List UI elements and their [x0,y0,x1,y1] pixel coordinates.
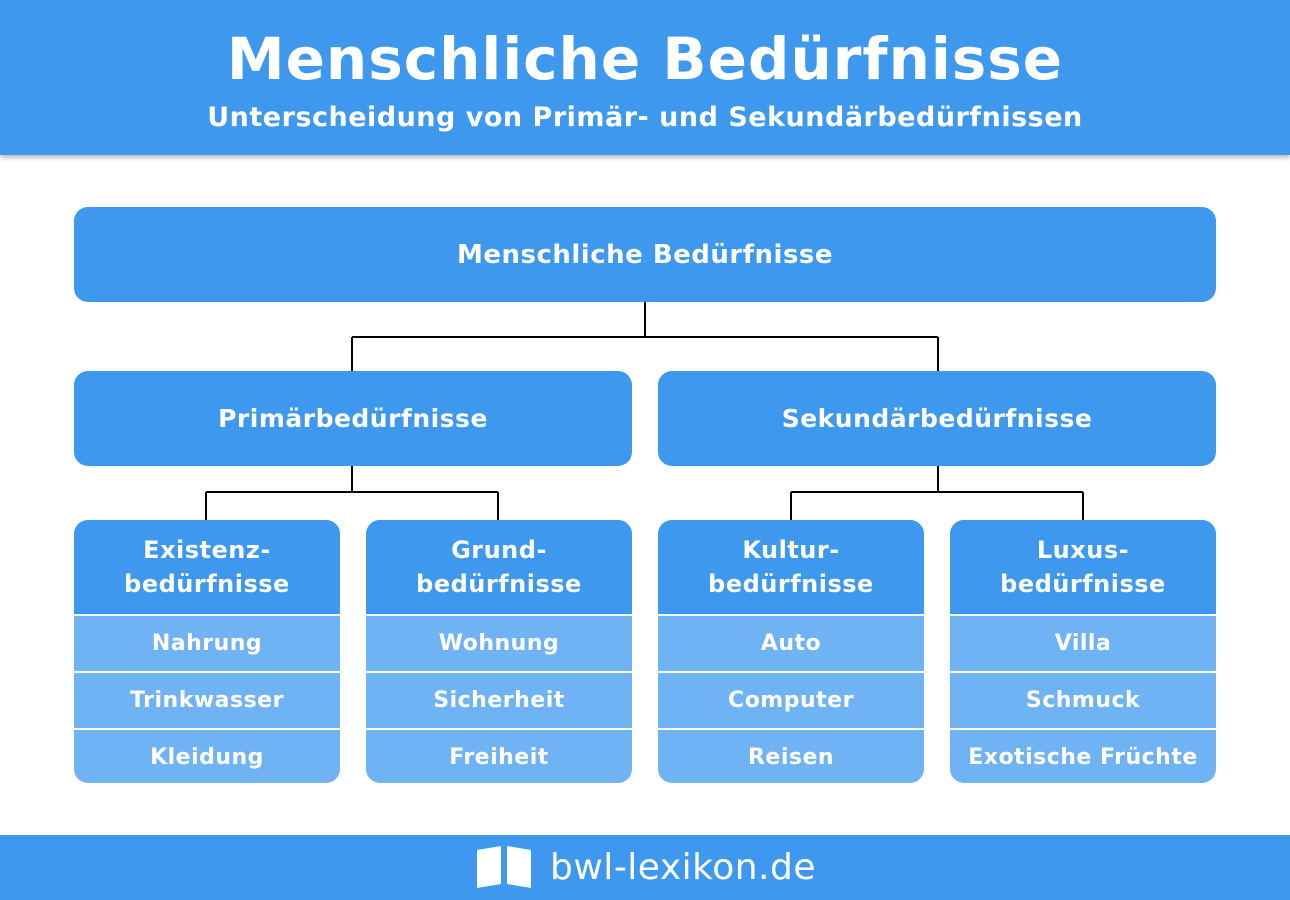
category-item: Schmuck [950,671,1216,728]
category-item: Computer [658,671,924,728]
category-header-line2: bedürfnisse [416,570,582,598]
category-header-line1: Luxus- [1036,536,1130,564]
open-book-icon [474,844,534,892]
category-header-line2: bedürfnisse [708,570,874,598]
secondary-needs-label: Sekundärbedürfnisse [781,404,1093,433]
category-header-line1: Grund- [451,536,547,564]
page-title: Menschliche Bedürfnisse [226,25,1064,93]
category-header-line1: Existenz- [143,536,271,564]
category-header: Existenz- bedürfnisse [74,520,340,614]
category-item: Auto [658,614,924,671]
category-header-line2: bedürfnisse [1000,570,1166,598]
category-header: Grund- bedürfnisse [366,520,632,614]
header-banner: Menschliche Bedürfnisse Unterscheidung v… [0,0,1290,155]
primary-needs-label: Primärbedürfnisse [218,404,488,433]
footer-banner: bwl-lexikon.de [0,835,1290,900]
category-card-grund: Grund- bedürfnisse Wohnung Sicherheit Fr… [366,520,632,783]
root-node: Menschliche Bedürfnisse [74,207,1216,302]
category-header-line1: Kultur- [742,536,840,564]
category-item: Wohnung [366,614,632,671]
category-card-existenz: Existenz- bedürfnisse Nahrung Trinkwasse… [74,520,340,783]
category-header-line2: bedürfnisse [124,570,290,598]
root-node-label: Menschliche Bedürfnisse [456,239,834,270]
category-item: Villa [950,614,1216,671]
category-item: Reisen [658,728,924,783]
category-item: Trinkwasser [74,671,340,728]
category-item: Freiheit [366,728,632,783]
category-item: Kleidung [74,728,340,783]
category-header: Kultur- bedürfnisse [658,520,924,614]
category-header: Luxus- bedürfnisse [950,520,1216,614]
footer-brand-link[interactable]: bwl-lexikon.de [550,847,816,888]
category-item: Exotische Früchte [950,728,1216,783]
primary-needs-node: Primärbedürfnisse [74,371,632,466]
category-item: Sicherheit [366,671,632,728]
page-subtitle: Unterscheidung von Primär- und Sekundärb… [207,102,1083,133]
category-item: Nahrung [74,614,340,671]
category-card-kultur: Kultur- bedürfnisse Auto Computer Reisen [658,520,924,783]
secondary-needs-node: Sekundärbedürfnisse [658,371,1216,466]
category-card-luxus: Luxus- bedürfnisse Villa Schmuck Exotisc… [950,520,1216,783]
